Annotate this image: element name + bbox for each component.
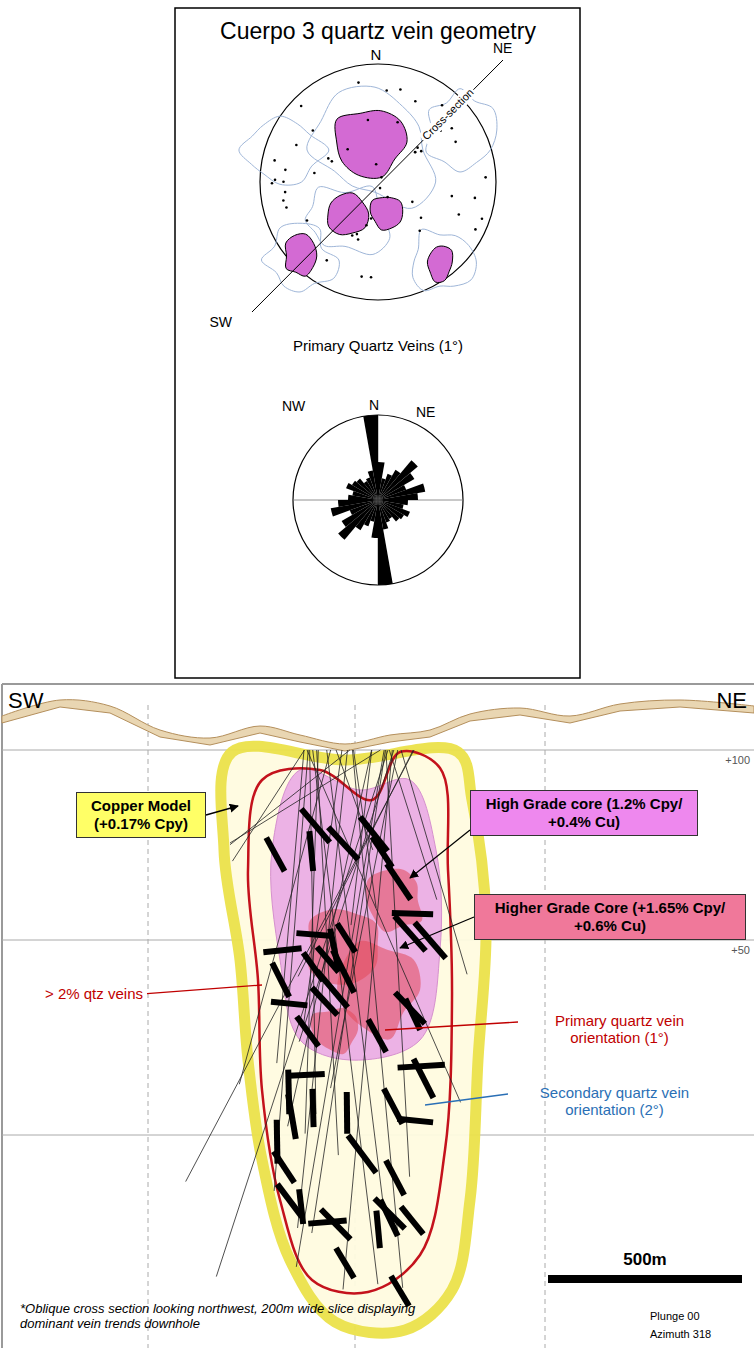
label: NE bbox=[416, 404, 435, 420]
label: > 2% qtz veins bbox=[45, 985, 143, 1002]
leader-line bbox=[425, 1094, 508, 1105]
panel-border bbox=[1, 684, 3, 1348]
panel-border bbox=[2, 683, 754, 685]
label: *Oblique cross section looking northwest… bbox=[20, 1302, 440, 1332]
label: Primary Quartz Veins (1°) bbox=[293, 337, 463, 354]
label: Primary quartz vein orientation (1°) bbox=[522, 1012, 717, 1047]
label: 500m bbox=[623, 1250, 666, 1270]
label: NE bbox=[493, 40, 512, 56]
callout-text: Copper Model (+0.17% Cpy) bbox=[83, 797, 199, 833]
label: SW bbox=[209, 314, 232, 330]
leader-line bbox=[385, 1022, 518, 1030]
leader-line bbox=[206, 806, 238, 815]
leader-line bbox=[400, 917, 474, 948]
rose-diagram bbox=[293, 415, 463, 585]
label: NE bbox=[716, 688, 747, 713]
stereonet bbox=[239, 60, 503, 312]
label: +100 bbox=[725, 754, 750, 767]
label: N bbox=[371, 46, 382, 63]
label: Secondary quartz vein orientation (2°) bbox=[512, 1084, 717, 1119]
label: N bbox=[369, 397, 379, 413]
label: +50 bbox=[731, 944, 750, 957]
callout-text: Higher Grade Core (+1.65% Cpy/ +0.6% Cu) bbox=[481, 899, 739, 935]
figure-title: Cuerpo 3 quartz vein geometry bbox=[220, 18, 536, 44]
callout-box: Higher Grade Core (+1.65% Cpy/ +0.6% Cu) bbox=[474, 894, 746, 940]
cross-section bbox=[2, 700, 754, 1348]
label: Azimuth 318 bbox=[650, 1328, 711, 1341]
callout-box: Copper Model (+0.17% Cpy) bbox=[76, 792, 206, 838]
callout-text: High Grade core (1.2% Cpy/ +0.4% Cu) bbox=[477, 795, 691, 831]
leader-line bbox=[147, 985, 262, 994]
label: NW bbox=[282, 398, 305, 414]
leader-line bbox=[410, 830, 470, 878]
callout-box: High Grade core (1.2% Cpy/ +0.4% Cu) bbox=[470, 790, 698, 836]
label: SW bbox=[8, 688, 43, 713]
figure-frame bbox=[175, 8, 580, 678]
label: Plunge 00 bbox=[650, 1310, 700, 1323]
